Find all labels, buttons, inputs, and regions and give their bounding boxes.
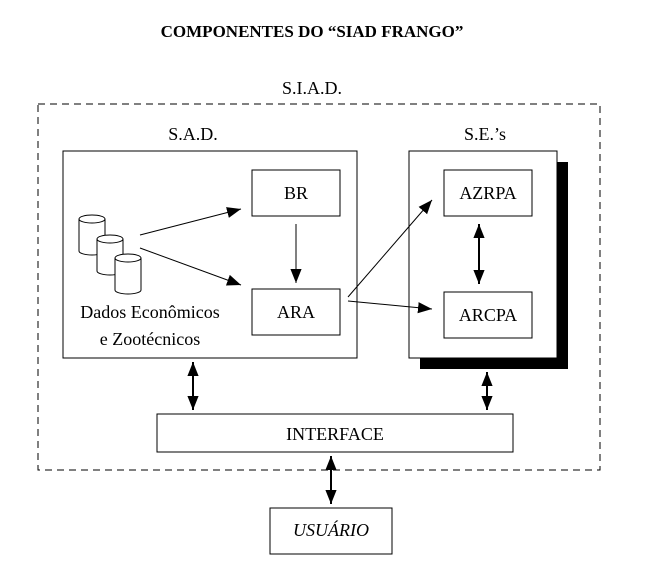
ara-box [251,288,341,336]
usuario-box [269,507,393,555]
arcpa-box [443,291,533,339]
azrpa-label: AZRPA [459,183,516,203]
siad-label: S.I.A.D. [282,78,342,98]
data-label-line2: e Zootécnicos [100,329,200,349]
arrow-data-to-br [139,207,242,236]
arrow-ara-to-arcpa [347,300,433,314]
interface-box [156,413,514,453]
database-cylinder-3 [114,253,142,295]
arrow-ara-to-azrpa [347,199,433,298]
data-label-line1: Dados Econômicos [80,302,219,322]
ses-label: S.E.’s [464,124,506,144]
diagram-title: COMPONENTES DO “SIAD FRANGO” [161,22,464,41]
azrpa-box [443,169,533,217]
br-box [251,169,341,217]
br-label: BR [284,183,308,203]
siad-boundary [37,103,601,471]
database-icon [78,214,142,295]
arrow-data-to-ara [139,247,242,286]
interface-label: INTERFACE [286,424,384,444]
arcpa-label: ARCPA [459,305,517,325]
sad-label: S.A.D. [168,124,218,144]
ara-label: ARA [277,302,315,322]
usuario-label: USUÁRIO [293,519,369,540]
